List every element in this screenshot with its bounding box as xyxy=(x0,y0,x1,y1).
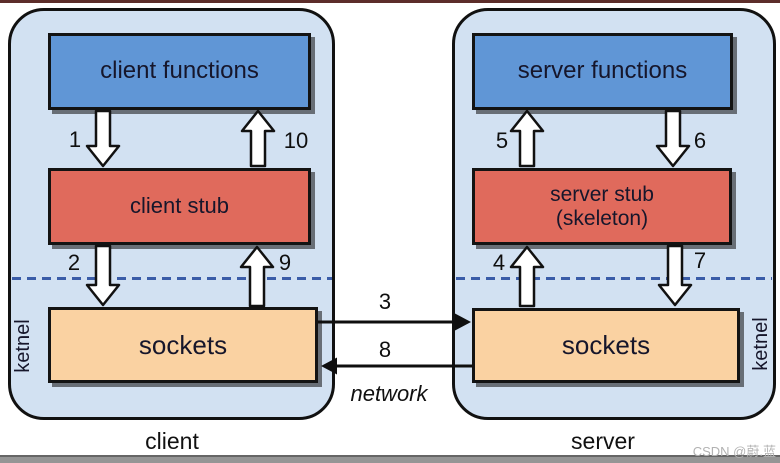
arrow-label-6: 6 xyxy=(693,128,707,153)
server-sockets-box: sockets xyxy=(472,308,740,383)
client-kernel-label: ketnel xyxy=(12,319,34,373)
client-stub-box: client stub xyxy=(48,168,311,245)
client-functions-box: client functions xyxy=(48,33,311,110)
client-stub-label: client stub xyxy=(129,193,230,219)
arrow-label-2: 2 xyxy=(67,250,81,275)
server-stub-label-line1: server stub xyxy=(550,183,654,207)
arrow-label-3: 3 xyxy=(378,289,392,314)
arrow-label-9: 9 xyxy=(278,250,292,275)
server-kernel-label: ketnel xyxy=(750,317,772,371)
server-stub-label-line2: (skeleton) xyxy=(555,206,649,230)
server-stub-box: server stub (skeleton) xyxy=(472,168,732,245)
client-functions-label: client functions xyxy=(100,57,259,85)
client-panel-caption: client xyxy=(145,428,199,454)
arrow-label-5: 5 xyxy=(495,128,509,153)
bottom-border-strip xyxy=(0,455,780,463)
csdn-watermark: CSDN @蔚.蓝 xyxy=(692,444,776,459)
arrow-label-4: 4 xyxy=(492,250,506,275)
arrow-label-1: 1 xyxy=(68,127,82,152)
network-label: network xyxy=(350,381,428,406)
server-sockets-label: sockets xyxy=(561,330,651,361)
client-sockets-label: sockets xyxy=(138,329,228,360)
top-border-strip xyxy=(0,0,780,3)
client-sockets-box: sockets xyxy=(48,307,318,383)
arrow-label-7: 7 xyxy=(693,248,707,273)
server-functions-label: server functions xyxy=(517,57,688,85)
arrow-label-10: 10 xyxy=(283,128,309,153)
server-functions-box: server functions xyxy=(472,33,733,110)
server-panel-caption: server xyxy=(571,428,635,454)
arrow-label-8: 8 xyxy=(378,337,392,362)
